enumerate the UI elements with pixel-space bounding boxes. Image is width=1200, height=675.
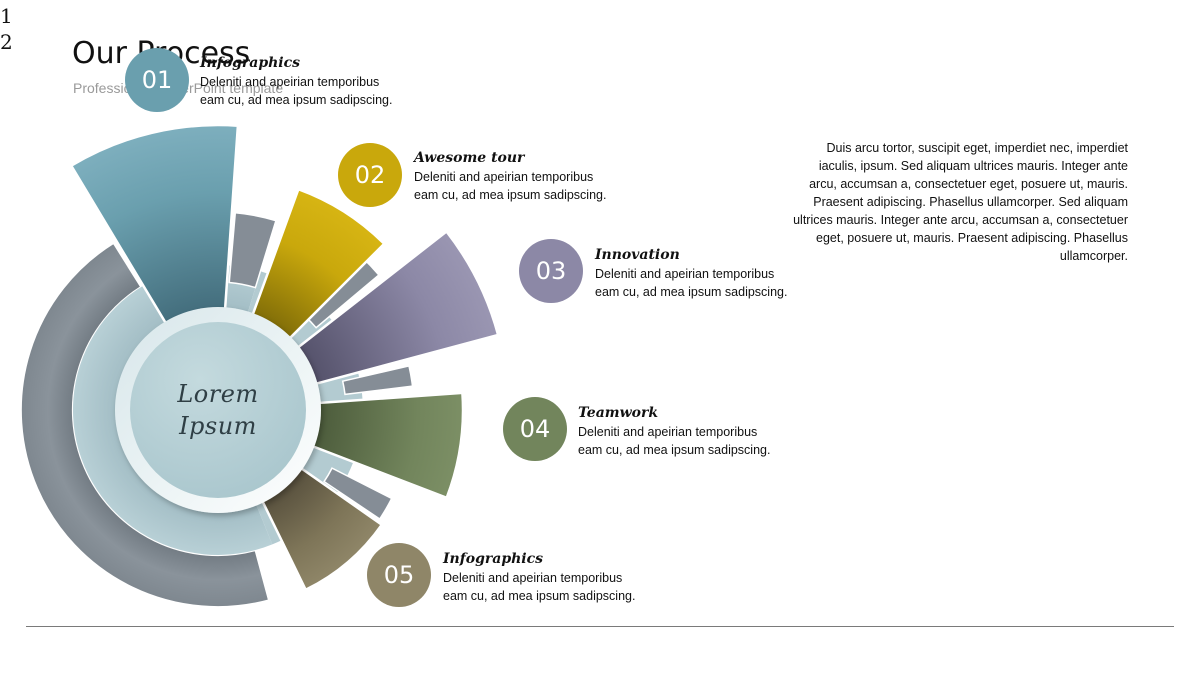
step-03-title: Innovation bbox=[595, 247, 680, 263]
gray-accent-sector-1 bbox=[228, 211, 277, 289]
light-blue-ring bbox=[72, 264, 273, 555]
step-02-number: 02 bbox=[354, 161, 386, 189]
center-disc bbox=[130, 322, 306, 498]
step-04-text: Teamwork Deleniti and apeirian temporibu… bbox=[578, 404, 838, 459]
step-04-title: Teamwork bbox=[578, 405, 659, 421]
step-05-text: Infographics Deleniti and apeirian tempo… bbox=[443, 550, 703, 605]
step-03-description: Deleniti and apeirian temporibus eam cu,… bbox=[595, 267, 788, 299]
center-label-line-2: Ipsum bbox=[179, 412, 257, 440]
center-label: Lorem Ipsum bbox=[140, 378, 296, 442]
step-04-number: 04 bbox=[519, 415, 551, 443]
gray-accent-sector-4 bbox=[323, 467, 393, 521]
side-paragraph: Duis arcu tortor, suscipit eget, imperdi… bbox=[793, 141, 1128, 263]
step-01-badge: 01 bbox=[125, 48, 189, 112]
center-label-line-1: Lorem bbox=[177, 380, 259, 408]
step-05-badge: 05 bbox=[367, 543, 431, 607]
step-01-text: Infographics Deleniti and apeirian tempo… bbox=[200, 54, 460, 109]
step-05-number: 05 bbox=[383, 561, 415, 589]
wheel-rings bbox=[19, 211, 414, 608]
step-05-title: Infographics bbox=[443, 551, 544, 567]
step-04-description: Deleniti and apeirian temporibus eam cu,… bbox=[578, 425, 771, 457]
step-03-number: 03 bbox=[535, 257, 567, 285]
gray-accent-sector-3 bbox=[341, 365, 414, 396]
step-02-title: Awesome tour bbox=[414, 150, 525, 166]
step-05-description: Deleniti and apeirian temporibus eam cu,… bbox=[443, 571, 636, 603]
step-04-badge: 04 bbox=[503, 397, 567, 461]
step-01-description: Deleniti and apeirian temporibus eam cu,… bbox=[200, 75, 393, 107]
step-01-number: 01 bbox=[141, 66, 173, 94]
step-03-badge: 03 bbox=[519, 239, 583, 303]
wheel-center bbox=[115, 307, 321, 513]
step-01-title: Infographics bbox=[200, 55, 301, 71]
bottom-divider bbox=[26, 626, 1174, 627]
step-03-text: Innovation Deleniti and apeirian tempori… bbox=[595, 246, 855, 301]
corner-number-1: 1 bbox=[0, 4, 13, 28]
outer-gray-ring bbox=[19, 241, 271, 608]
step-02-text: Awesome tour Deleniti and apeirian tempo… bbox=[414, 149, 674, 204]
wheel-segments bbox=[69, 123, 500, 592]
step-02-description: Deleniti and apeirian temporibus eam cu,… bbox=[414, 170, 607, 202]
corner-number-2: 2 bbox=[0, 30, 13, 54]
step-02-badge: 02 bbox=[338, 143, 402, 207]
